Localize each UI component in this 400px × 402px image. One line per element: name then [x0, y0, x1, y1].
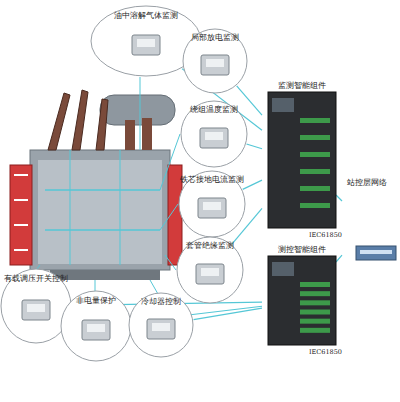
terminal-strip: [300, 118, 330, 123]
ellipse-outline: [183, 29, 247, 93]
device-display: [272, 262, 294, 276]
network-switch: [356, 246, 396, 260]
node-label: 监测智能组件: [262, 81, 342, 90]
node-shape: [262, 244, 342, 359]
sensor-symbol: [206, 59, 224, 67]
ellipse-outline: [177, 237, 243, 303]
signal-line: [336, 195, 342, 201]
node-label: 铁芯接地电流监测: [178, 175, 246, 184]
terminal-strip: [300, 291, 330, 296]
terminal-strip: [300, 203, 330, 208]
sensor-symbol: [201, 268, 219, 276]
node-label: 局部放电监测: [182, 33, 248, 42]
function-circle: 非电量保护: [60, 290, 132, 362]
sensor-symbol: [203, 202, 221, 210]
function-circle: 冷却器控制: [128, 292, 194, 358]
node-label: 测控智能组件: [262, 245, 342, 254]
terminal-strip: [300, 135, 330, 140]
sensor-symbol: [198, 198, 226, 218]
ellipse-outline: [181, 101, 247, 167]
terminal-strip: [300, 319, 330, 324]
terminal-strip: [300, 169, 330, 174]
network-switch: [360, 250, 392, 254]
sensor-symbol: [82, 320, 110, 340]
terminal-strip: [300, 152, 330, 157]
sensor-symbol: [22, 300, 50, 320]
protocol-label: IEC61850: [262, 348, 342, 357]
terminal-strip: [300, 282, 330, 287]
terminal-strip: [300, 310, 330, 315]
signal-line: [237, 86, 262, 115]
sensor-symbol: [132, 35, 160, 55]
sensor-symbol: [205, 132, 223, 140]
ellipse-outline: [129, 293, 193, 357]
node-label: 套管绝缘监测: [176, 241, 244, 250]
signal-line: [243, 180, 262, 189]
ellipse-outline: [179, 171, 245, 237]
node-label: 非电量保护: [60, 296, 132, 305]
protocol-label: IEC61850: [262, 231, 342, 240]
sensor-symbol: [87, 324, 105, 332]
function-circle: 局部放电监测: [182, 28, 248, 94]
transformer-body: [10, 90, 182, 280]
terminal-strip: [300, 328, 330, 333]
terminal-strip: [300, 186, 330, 191]
device-display: [272, 98, 294, 112]
sensor-wires: [36, 77, 180, 294]
sensor-symbol: [201, 55, 229, 75]
ellipse-outline: [1, 269, 71, 343]
ellipse-outline: [61, 291, 131, 361]
node-shape: [336, 176, 398, 276]
signal-line: [194, 308, 262, 319]
signal-line: [247, 144, 262, 149]
sensor-symbol: [152, 323, 170, 331]
sensor-symbol: [200, 128, 228, 148]
sensor-symbol: [137, 39, 155, 47]
device-cabinet: [268, 92, 336, 228]
sensor-symbol: [27, 304, 45, 312]
signal-line: [336, 255, 342, 262]
sensor-symbol: [147, 319, 175, 339]
device-box: 测控智能组件 IEC61850: [262, 244, 342, 359]
function-circle: 铁芯接地电流监测: [178, 170, 246, 238]
terminal-strip: [300, 300, 330, 305]
node-label: 有载调压开关控制: [0, 274, 72, 283]
function-circle: 套管绝缘监测: [176, 236, 244, 304]
device-cabinet: [268, 256, 336, 345]
node-label: 站控层网络: [336, 178, 398, 187]
node-label: 绕组温度监测: [180, 105, 248, 114]
network-box: 站控层网络: [336, 176, 398, 276]
function-circle: 绕组温度监测: [180, 100, 248, 168]
node-label: 油中溶解气体监测: [90, 11, 202, 20]
device-box: 监测智能组件 IEC61850: [262, 80, 342, 242]
node-label: 冷却器控制: [128, 297, 194, 306]
sensor-symbol: [196, 264, 224, 284]
node-shape: [262, 80, 342, 242]
